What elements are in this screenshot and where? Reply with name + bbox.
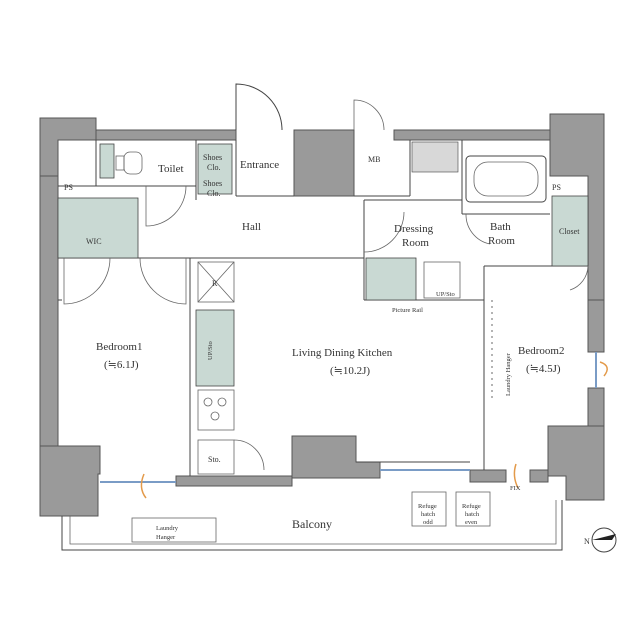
closet-storage: [551, 195, 589, 267]
label-fridge: R: [212, 279, 218, 288]
dressing-door: [363, 211, 405, 253]
mb-door: [353, 99, 385, 131]
wall-left-bottom: [39, 445, 101, 517]
label-north: N: [584, 537, 590, 546]
label-picture-rail: Picture Rail: [392, 307, 423, 314]
wall-left-top: [39, 117, 97, 177]
label-refuge-odd-1: Refuge: [418, 503, 437, 510]
bath-stripes: [411, 141, 459, 173]
shoes-clo-box: [197, 143, 233, 195]
storage-areas: [57, 143, 589, 387]
label-wic: WIC: [86, 237, 102, 246]
sto-box: [197, 439, 235, 475]
label-shoes-clo-1b: Clo.: [207, 163, 221, 172]
bedroom1-door-left: [63, 257, 111, 305]
label-fix: FIX: [510, 485, 521, 492]
north-arrow: [591, 527, 617, 553]
label-bedroom2-size: (≒4.5J): [526, 363, 561, 375]
label-bedroom2: Bedroom2: [518, 345, 564, 357]
wall-left-column: [39, 175, 59, 447]
bathtub: [465, 155, 547, 203]
toilet-fixture: [115, 151, 143, 175]
label-up-sto-wash: UP/Sto: [436, 291, 455, 298]
laundry-hanger-box: [131, 517, 217, 543]
wash-stand: [365, 257, 417, 301]
label-refuge-even-2: hatch: [465, 511, 480, 518]
label-bedroom1-size: (≒6.1J): [104, 359, 139, 371]
label-toilet: Toilet: [158, 163, 184, 175]
wall-mid-bottom: [291, 435, 381, 479]
label-refuge-even-1: Refuge: [462, 503, 481, 510]
balcony-outline: [61, 500, 563, 551]
kitchen-counter: [195, 309, 235, 387]
windows: [100, 352, 608, 499]
wall-bottom-1: [175, 475, 293, 487]
label-refuge-odd-3: odd: [423, 519, 434, 526]
storage-door: [233, 439, 265, 471]
label-dressing: Dressing: [394, 223, 434, 235]
label-hall: Hall: [242, 221, 261, 233]
wall-top-2: [393, 129, 551, 141]
labels: Toilet Shoes Clo. Shoes Clo. Entrance MB…: [64, 153, 590, 546]
label-dressing-room: Room: [402, 237, 429, 249]
label-laundry-hanger-vertical: Laundry Hanger: [505, 352, 512, 396]
label-closet: Closet: [559, 227, 580, 236]
label-entrance: Entrance: [240, 159, 279, 171]
refuge-hatches: [411, 491, 491, 527]
label-ldk: Living Dining Kitchen: [292, 347, 393, 359]
label-shoes-clo-2b: Clo.: [207, 189, 221, 198]
label-up-sto-kitchen: UP/Sto: [207, 341, 214, 360]
toilet-door: [145, 185, 187, 227]
label-ps-left: PS: [64, 183, 73, 192]
label-balcony: Balcony: [292, 517, 332, 531]
wic-storage: [57, 197, 139, 259]
label-laundry-a: Laundry: [156, 525, 179, 532]
stove: [197, 389, 235, 431]
label-laundry-b: Hanger: [156, 534, 176, 541]
wall-bottom-3: [529, 469, 549, 483]
wash-upsto-box: [423, 261, 461, 299]
partitions: [58, 140, 588, 476]
bedroom1-door-right: [139, 257, 187, 305]
walls: [39, 113, 605, 517]
label-refuge-odd-2: hatch: [421, 511, 436, 518]
label-ldk-size: (≒10.2J): [330, 365, 370, 377]
toilet-cabinet: [99, 143, 115, 179]
label-sto: Sto.: [208, 455, 221, 464]
wall-right-bottom: [547, 425, 605, 501]
label-ps-right: PS: [552, 183, 561, 192]
wall-right-column: [587, 299, 605, 353]
label-shoes-clo-2a: Shoes: [203, 179, 222, 188]
fridge-box: [197, 261, 235, 303]
wall-mb-pillar: [293, 129, 355, 197]
label-refuge-even-3: even: [465, 519, 478, 526]
label-bedroom1: Bedroom1: [96, 341, 142, 353]
bedroom2-door: [569, 265, 589, 291]
label-mb: MB: [368, 155, 380, 164]
label-shoes-clo-1a: Shoes: [203, 153, 222, 162]
label-bath-room: Room: [488, 235, 515, 247]
bath-door: [465, 213, 491, 245]
entrance-door: [235, 83, 283, 131]
label-bath: Bath: [490, 221, 511, 233]
wall-bottom-2: [469, 469, 507, 483]
wall-top-1: [95, 129, 237, 141]
